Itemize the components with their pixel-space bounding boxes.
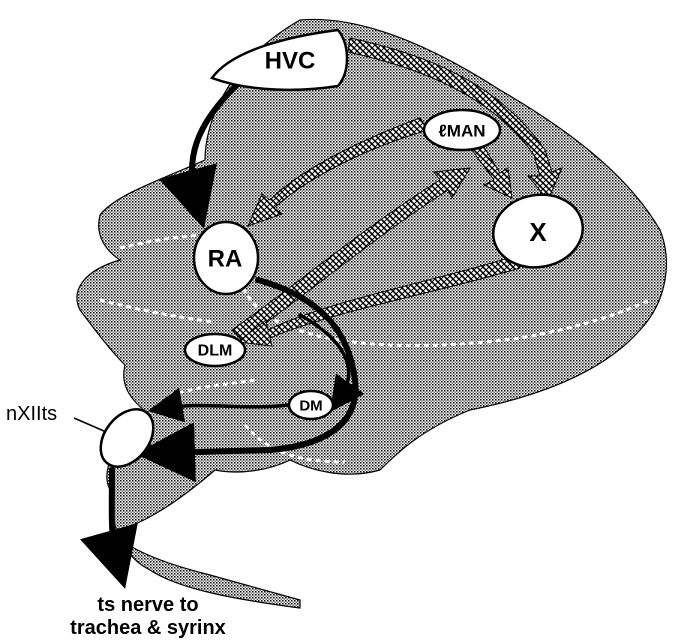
caption-line-1: ts nerve to: [97, 594, 198, 616]
nucleus-lman: ℓMAN: [424, 110, 500, 150]
nucleus-dm: DM: [289, 391, 333, 419]
dlm-label: DLM: [198, 343, 233, 360]
nucleus-dlm: DLM: [185, 334, 245, 366]
x-label: X: [529, 217, 547, 247]
nxiits-label: nXIIts: [6, 403, 57, 425]
nucleus-ra: RA: [194, 222, 258, 294]
hvc-label: HVC: [265, 48, 316, 75]
dm-label: DM: [299, 398, 322, 415]
lman-label: ℓMAN: [438, 122, 485, 141]
dm-to-nxiits-arrow: [165, 405, 288, 408]
caption-line-2: trachea & syrinx: [70, 617, 226, 639]
ra-label: RA: [208, 246, 243, 273]
